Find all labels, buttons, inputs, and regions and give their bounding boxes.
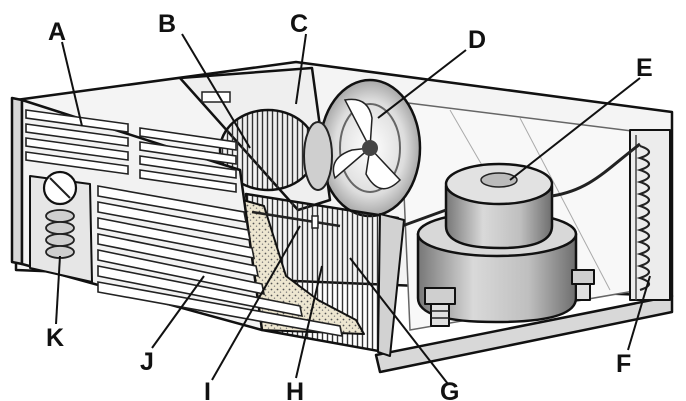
leader-e xyxy=(509,77,641,181)
leader-d xyxy=(377,49,467,119)
label-b: B xyxy=(158,10,176,38)
cabinet-base xyxy=(374,294,674,374)
leader-b xyxy=(181,33,251,149)
label-f: F xyxy=(616,350,631,378)
label-j: J xyxy=(140,348,154,376)
leader-a xyxy=(61,41,83,127)
label-c: C xyxy=(290,10,308,38)
leader-k xyxy=(55,255,61,325)
label-d: D xyxy=(468,26,486,54)
leader-g xyxy=(349,257,449,385)
leader-c xyxy=(295,33,307,105)
leader-f xyxy=(627,275,651,351)
label-i: I xyxy=(204,378,211,401)
compressor xyxy=(401,142,641,327)
blower-fan xyxy=(218,108,333,192)
label-e: E xyxy=(636,54,653,82)
condenser-fan xyxy=(318,78,422,218)
thermostat-sensor xyxy=(251,210,341,229)
leader-j xyxy=(151,275,205,349)
label-k: K xyxy=(46,324,64,352)
labels: A B C D E F G H I J K xyxy=(46,10,653,401)
label-h: H xyxy=(286,378,304,401)
label-a: A xyxy=(48,18,66,46)
condenser-coil xyxy=(629,129,671,301)
front-grille xyxy=(10,96,344,337)
leader-lines xyxy=(55,33,651,385)
label-g: G xyxy=(440,378,459,401)
leader-i xyxy=(211,225,301,381)
leader-h xyxy=(295,265,323,379)
